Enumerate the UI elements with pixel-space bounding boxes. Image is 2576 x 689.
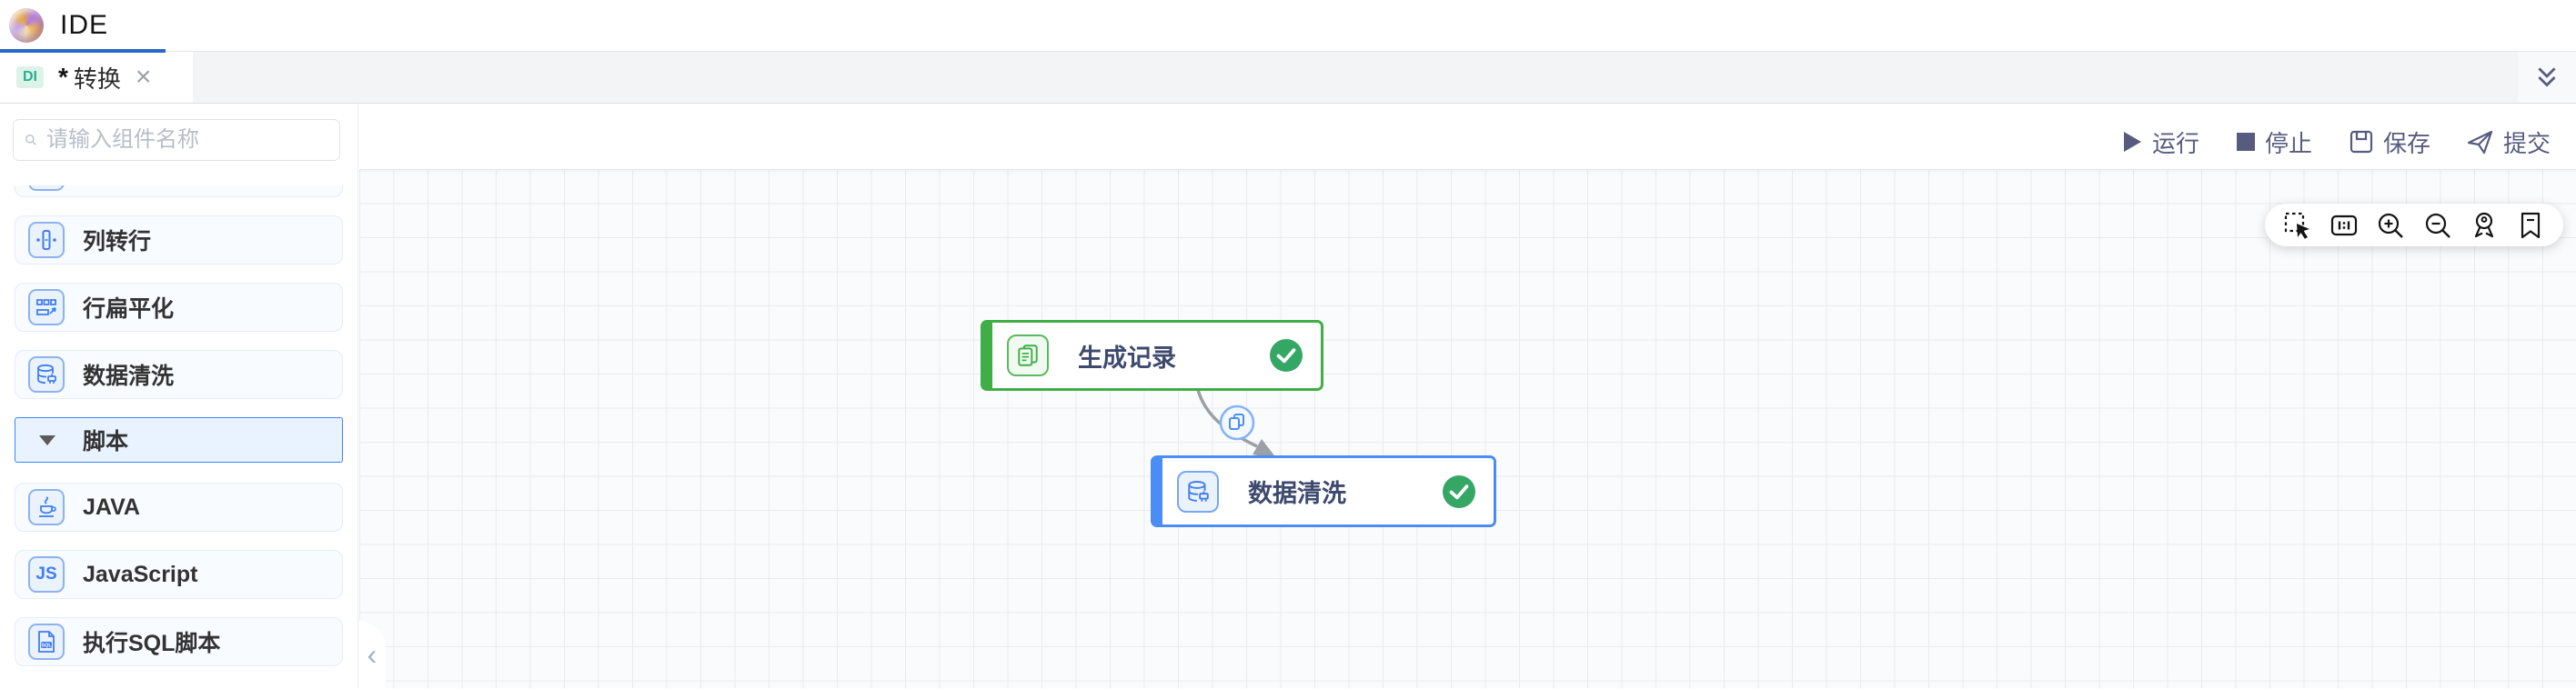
component-label: 行扁平化 — [83, 296, 175, 322]
di-badge: DI — [16, 66, 44, 88]
app-header: IDE — [0, 0, 2576, 53]
row-flatten-icon — [28, 289, 65, 325]
play-icon — [2123, 132, 2141, 152]
component-list: 列转行 行扁平化 — [0, 185, 357, 688]
marquee-select-button[interactable] — [2283, 211, 2312, 240]
sidebar-item-partial[interactable] — [15, 185, 343, 197]
zoom-in-button[interactable] — [2376, 211, 2405, 240]
component-label: 执行SQL脚本 — [83, 631, 221, 656]
component-icon — [28, 185, 65, 191]
stop-button[interactable]: 停止 — [2236, 125, 2312, 159]
search-input[interactable] — [46, 127, 328, 153]
sidebar-item-run-sql[interactable]: SQL 执行SQL脚本 — [15, 617, 343, 666]
stop-icon — [2236, 133, 2255, 151]
component-label: 数据清洗 — [83, 364, 175, 389]
canvas-grid[interactable] — [359, 169, 2576, 688]
node-accent-bar — [983, 323, 992, 388]
column-to-row-icon — [28, 222, 65, 258]
node-accent-bar — [1153, 458, 1162, 524]
bookmark-button[interactable] — [2516, 211, 2545, 240]
chevron-double-down-icon — [2538, 67, 2556, 87]
submit-button[interactable]: 提交 — [2467, 125, 2551, 159]
js-icon-text: JS — [35, 564, 57, 584]
js-icon: JS — [28, 556, 65, 593]
marquee-select-icon — [2284, 212, 2309, 239]
active-nav-underline — [0, 49, 166, 53]
sidebar-item-row-flatten[interactable]: 行扁平化 — [15, 283, 343, 332]
sidebar-item-column-to-row[interactable]: 列转行 — [15, 215, 343, 265]
run-toolbar: 运行 停止 保存 — [2121, 104, 2551, 180]
node-label: 生成记录 — [1078, 344, 1176, 372]
sidebar-item-javascript[interactable]: JS JavaScript — [15, 550, 343, 599]
component-sidebar: 列转行 行扁平化 — [0, 104, 358, 688]
component-label: JAVA — [83, 494, 140, 520]
status-success-icon — [1270, 339, 1303, 372]
chevron-left-icon: ‹ — [367, 638, 377, 671]
app-logo — [9, 8, 44, 43]
fit-view-button[interactable] — [2470, 211, 2499, 240]
save-icon — [2350, 130, 2373, 154]
search-icon — [25, 135, 36, 145]
node-generate-records[interactable]: 生成记录 — [981, 320, 1323, 391]
sidebar-group-script[interactable]: 脚本 — [15, 417, 343, 463]
tab-bar: DI * 转换 × — [0, 52, 2576, 104]
java-icon — [28, 489, 65, 525]
node-data-clean[interactable]: 数据清洗 — [1151, 455, 1496, 527]
close-icon[interactable]: × — [135, 62, 152, 92]
zoom-out-icon — [2425, 213, 2450, 238]
group-label: 脚本 — [83, 429, 129, 454]
actual-size-icon — [2331, 215, 2358, 235]
paper-plane-icon — [2467, 130, 2493, 155]
save-button[interactable]: 保存 — [2349, 125, 2430, 159]
zoom-in-icon — [2379, 213, 2404, 238]
component-search[interactable] — [13, 119, 340, 161]
node-label: 数据清洗 — [1248, 480, 1346, 507]
run-label: 运行 — [2151, 129, 2199, 157]
component-label: JavaScript — [83, 561, 198, 587]
stop-label: 停止 — [2264, 129, 2312, 157]
fit-view-icon — [2474, 212, 2493, 237]
generate-records-icon — [1007, 335, 1049, 376]
collapse-tabs-button[interactable] — [2518, 52, 2576, 103]
edge-copy-badge[interactable] — [1219, 404, 1255, 441]
data-clean-icon — [1177, 470, 1219, 513]
tab-transform[interactable]: DI * 转换 × — [0, 52, 193, 103]
component-label: 列转行 — [83, 229, 152, 255]
bookmark-icon — [2521, 212, 2541, 238]
tab-title: 转换 — [73, 65, 121, 93]
data-clean-icon — [28, 356, 65, 393]
sidebar-item-data-clean[interactable]: 数据清洗 — [15, 350, 343, 399]
flow-canvas[interactable]: 运行 停止 保存 — [358, 104, 2576, 688]
zoom-out-button[interactable] — [2423, 211, 2452, 240]
sql-file-icon: SQL — [28, 624, 65, 660]
save-label: 保存 — [2382, 129, 2430, 157]
copy-icon — [1229, 417, 1240, 430]
sidebar-item-java[interactable]: JAVA — [15, 483, 343, 532]
status-success-icon — [1443, 474, 1475, 508]
unsaved-marker: * — [58, 63, 68, 91]
page-title: IDE — [60, 10, 109, 40]
actual-size-button[interactable] — [2329, 211, 2359, 240]
submit-label: 提交 — [2502, 129, 2551, 157]
run-button[interactable]: 运行 — [2121, 125, 2199, 159]
svg-text:SQL: SQL — [41, 644, 52, 649]
caret-down-icon — [39, 434, 55, 445]
canvas-toolbar — [2265, 204, 2563, 246]
